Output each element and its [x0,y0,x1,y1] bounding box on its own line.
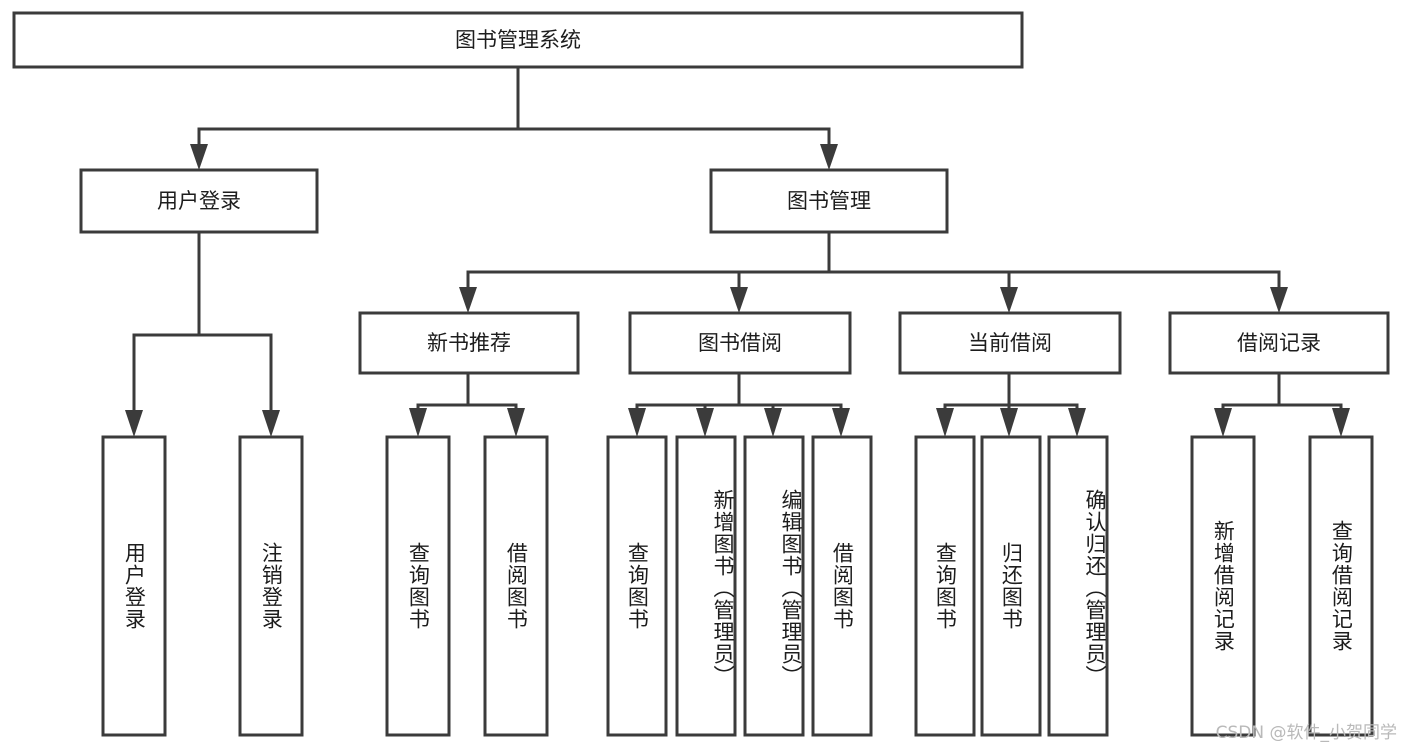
arrowhead-icon [764,408,782,437]
arrowhead-icon [832,408,850,437]
node-box[interactable] [898,311,1122,375]
connector-group-root-to-level2 [190,65,838,170]
node-label: 借阅记录 [1237,331,1321,355]
arrowhead-icon [1068,408,1086,437]
node-user-login[interactable]: 用户登录 [79,168,319,234]
node-box-leaf-br-add-record[interactable] [1190,435,1256,737]
node-box[interactable] [12,11,1024,69]
arrowhead-icon [459,287,477,313]
node-box-leaf-br-query-record[interactable] [1308,435,1374,737]
node-box-leaf-cb-query-book[interactable] [914,435,976,737]
node-box-leaf-nbr-query-book[interactable] [385,435,451,737]
node-box-leaf-cb-return-book[interactable] [980,435,1042,737]
node-borrow-records[interactable]: 借阅记录 [1168,311,1390,375]
node-box[interactable] [709,168,949,234]
node-box-leaf-bb-edit-book[interactable] [743,435,805,737]
arrowhead-icon [1270,287,1288,313]
arrowhead-icon [507,408,525,437]
arrowhead-icon [1000,287,1018,313]
connector-group-borrow-children [628,371,850,437]
node-box-leaf-bb-add-book[interactable] [675,435,737,737]
node-book-borrow[interactable]: 图书借阅 [628,311,852,375]
arrowhead-icon [409,408,427,437]
connector-group-records-children [1214,371,1350,437]
node-box-leaf-bb-query-book[interactable] [606,435,668,737]
node-label: 图书管理 [787,189,871,213]
node-box-leaf-user-login[interactable] [101,435,167,737]
arrowhead-icon [936,408,954,437]
node-book-management[interactable]: 图书管理 [709,168,949,234]
arrowhead-icon [696,408,714,437]
arrowhead-icon [628,408,646,437]
node-current-borrow[interactable]: 当前借阅 [898,311,1122,375]
node-box[interactable] [358,311,580,375]
node-box-leaf-bb-borrow-book[interactable] [811,435,873,737]
arrowhead-icon [820,144,838,170]
node-box[interactable] [628,311,852,375]
connector-group-bookmgmt-children [459,230,1288,313]
connector-group-userlogin-children [125,230,280,437]
arrowhead-icon [1332,408,1350,437]
watermark-text: CSDN @软件_小贺同学 [1215,723,1397,743]
node-label: 图书借阅 [698,331,782,355]
node-box-leaf-cb-confirm-return[interactable] [1047,435,1109,737]
node-box[interactable] [1168,311,1390,375]
arrowhead-icon [1214,408,1232,437]
arrowhead-icon [190,144,208,170]
node-label: 图书管理系统 [455,28,581,52]
node-box[interactable] [79,168,319,234]
arrowhead-icon [125,410,143,437]
node-label: 新书推荐 [427,331,511,355]
node-box-leaf-user-logout[interactable] [238,435,304,737]
node-label: 当前借阅 [968,331,1052,355]
node-box-leaf-nbr-borrow-book[interactable] [483,435,549,737]
connector-group-current-children [936,371,1086,437]
node-new-book-recommend[interactable]: 新书推荐 [358,311,580,375]
arrowhead-icon [730,287,748,313]
connector-group-newbook-children [409,371,525,437]
arrowhead-icon [1000,408,1018,437]
node-root[interactable]: 图书管理系统 [12,11,1024,69]
arrowhead-icon [262,410,280,437]
node-label: 用户登录 [157,189,241,213]
